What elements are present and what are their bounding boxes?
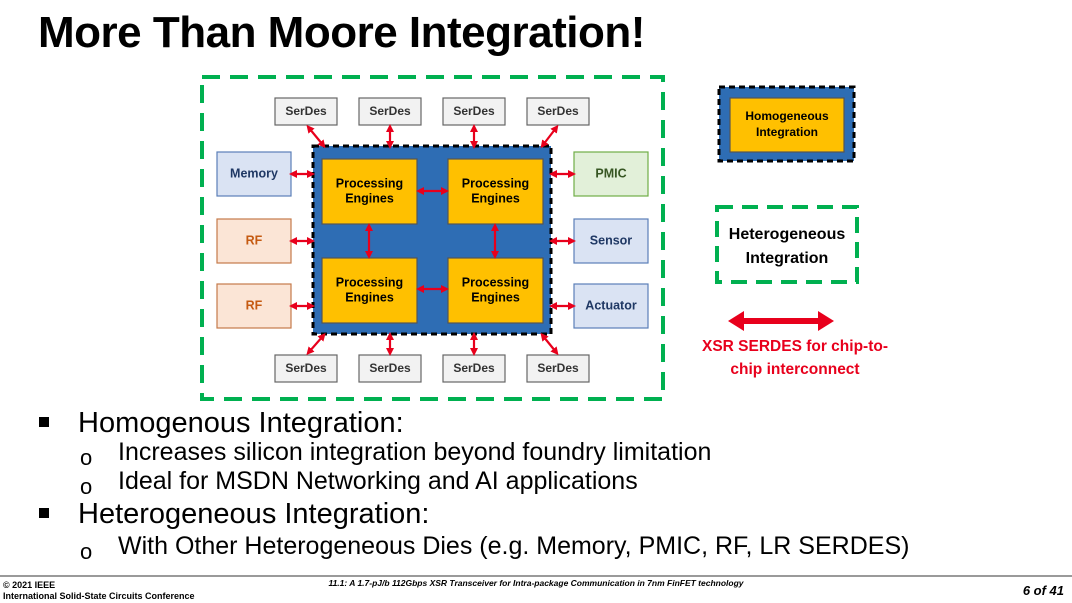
slide-title: More Than Moore Integration! xyxy=(38,8,645,57)
left-die-block xyxy=(216,283,292,329)
legend-heterogeneous-label: Heterogeneous xyxy=(729,226,846,243)
serdes-block xyxy=(526,354,590,383)
serdes-block xyxy=(358,354,422,383)
legend-heterogeneous-box xyxy=(715,205,859,284)
processing-engine-label: Processing xyxy=(336,275,403,289)
circle-bullet-icon: o xyxy=(80,445,93,470)
legend-heterogeneous-label: Integration xyxy=(746,250,829,267)
bullet-text: Heterogeneous Integration: xyxy=(78,498,430,530)
right-die-block xyxy=(573,283,649,329)
processing-engine xyxy=(447,158,544,225)
serdes-label: SerDes xyxy=(453,104,495,118)
serdes-label: SerDes xyxy=(369,361,411,375)
footer-copyright: © 2021 IEEE xyxy=(3,580,56,590)
left-die-label: RF xyxy=(246,298,263,312)
serdes-block xyxy=(442,354,506,383)
footer-paper-title: 11.1: A 1.7-pJ/b 112Gbps XSR Transceiver… xyxy=(328,578,744,588)
processing-engine-label: Processing xyxy=(462,176,529,190)
bullet-text: Homogenous Integration: xyxy=(78,407,404,439)
square-bullet-icon xyxy=(39,417,49,427)
right-die-block xyxy=(573,218,649,264)
left-die-label: RF xyxy=(246,233,263,247)
serdes-arrow xyxy=(540,332,559,356)
legend-homogeneous-label: Integration xyxy=(756,125,818,139)
legend-xsr-label: chip interconnect xyxy=(730,361,859,378)
processing-engine-label: Engines xyxy=(345,191,394,205)
page-number: 6 of 41 xyxy=(1022,583,1064,598)
integration-diagram: ProcessingEnginesProcessingEnginesProces… xyxy=(200,75,888,401)
processing-engine-label: Engines xyxy=(345,290,394,304)
serdes-arrow xyxy=(540,124,559,149)
sub-bullet-text: Increases silicon integration beyond fou… xyxy=(118,438,712,466)
serdes-label: SerDes xyxy=(285,361,327,375)
processing-engine xyxy=(447,257,544,324)
serdes-block xyxy=(358,97,422,126)
sub-bullet-item: o Increases silicon integration beyond fo… xyxy=(80,438,712,470)
right-die-block xyxy=(573,151,649,197)
footer-conference: International Solid-State Circuits Confe… xyxy=(3,591,195,601)
left-die-block xyxy=(216,151,292,197)
square-bullet-icon xyxy=(39,508,49,518)
serdes-label: SerDes xyxy=(285,104,327,118)
serdes-label: SerDes xyxy=(537,361,579,375)
sub-bullet-text: With Other Heterogeneous Dies (e.g. Memo… xyxy=(118,532,910,560)
circle-bullet-icon: o xyxy=(80,539,93,564)
right-die-label: Sensor xyxy=(590,233,633,247)
left-die-label: Memory xyxy=(230,166,278,180)
sub-bullet-item: o With Other Heterogeneous Dies (e.g. Mem… xyxy=(80,532,910,564)
serdes-block xyxy=(442,97,506,126)
serdes-arrow xyxy=(306,332,326,356)
processing-engine xyxy=(321,158,418,225)
serdes-block xyxy=(274,97,338,126)
sub-bullet-text: Ideal for MSDN Networking and AI applica… xyxy=(118,467,638,495)
serdes-block xyxy=(274,354,338,383)
serdes-label: SerDes xyxy=(453,361,495,375)
bullet-item: Homogenous Integration: xyxy=(39,407,404,440)
legend-xsr-label: XSR SERDES for chip-to- xyxy=(702,338,888,355)
serdes-label: SerDes xyxy=(537,104,579,118)
right-die-label: PMIC xyxy=(595,166,626,180)
heterogeneous-boundary xyxy=(200,75,665,401)
processing-engine-label: Engines xyxy=(471,191,520,205)
bullet-item: Heterogeneous Integration: xyxy=(39,498,430,531)
legend-homogeneous-inner xyxy=(729,97,845,153)
footer-divider xyxy=(0,575,1072,577)
legend-homogeneous-label: Homogeneous xyxy=(745,109,829,123)
processing-engine-label: Engines xyxy=(471,290,520,304)
serdes-label: SerDes xyxy=(369,104,411,118)
circle-bullet-icon: o xyxy=(80,474,93,499)
sub-bullet-item: o Ideal for MSDN Networking and AI applic… xyxy=(80,467,638,499)
serdes-arrow xyxy=(306,124,326,149)
right-die-label: Actuator xyxy=(585,298,637,312)
processing-engine-label: Processing xyxy=(462,275,529,289)
processing-engine-label: Processing xyxy=(336,176,403,190)
